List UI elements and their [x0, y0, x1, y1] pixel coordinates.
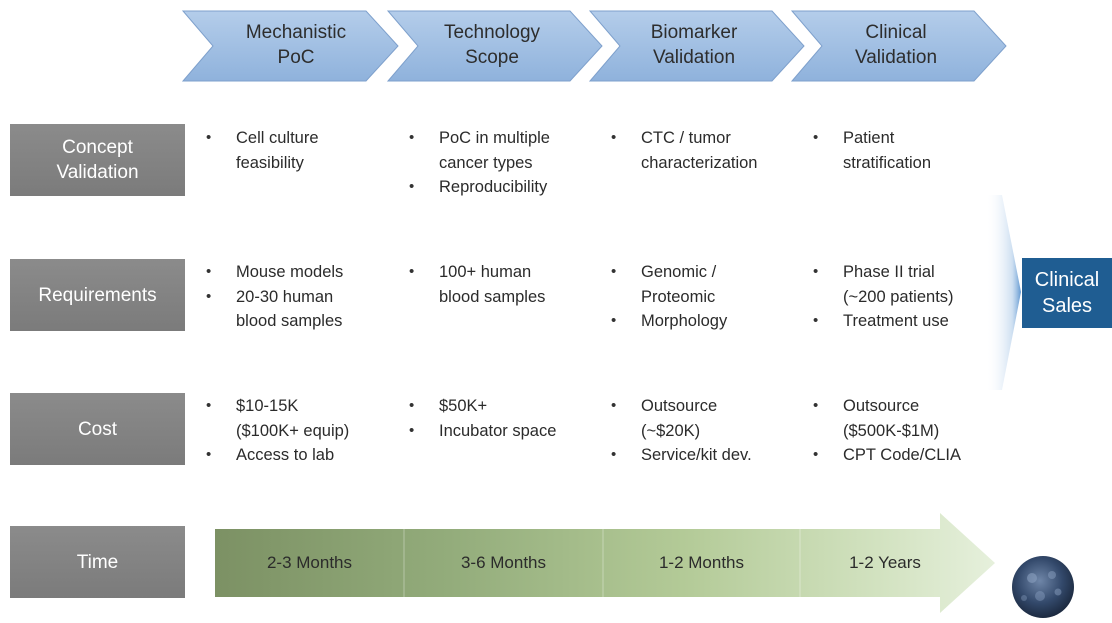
- clinical-sales-box: Clinical Sales: [1022, 258, 1112, 328]
- stage-label-line2: PoC: [277, 47, 315, 68]
- bullet-item: Genomic /Proteomic: [608, 260, 798, 309]
- sales-line1: Clinical: [1034, 269, 1100, 291]
- time-segment-technology: 3-6 Months: [460, 553, 547, 572]
- row-label-line2: Validation: [56, 162, 139, 183]
- time-segment-biomarker: 1-2 Months: [658, 553, 745, 572]
- stage-chevron-1: [181, 10, 399, 82]
- stage-label-line1: Clinical: [865, 22, 927, 43]
- bullet-item: Morphology: [608, 309, 798, 334]
- stage-biomarker-validation: Biomarker Validation: [604, 12, 784, 78]
- cell-requirements-biomarker: Genomic /Proteomic Morphology: [608, 260, 798, 334]
- bullet-item: Treatment use: [810, 309, 1000, 334]
- stage-chevron-2: [386, 10, 603, 82]
- row-label-line1: Concept: [62, 137, 133, 158]
- row-label-text: Requirements: [38, 284, 157, 306]
- row-label-time: Time: [10, 526, 185, 598]
- cell-cost-mechanistic: $10-15K($100K+ equip) Access to lab: [203, 394, 393, 468]
- time-segment-mechanistic: 2-3 Months: [266, 553, 353, 572]
- clinical-sales-arrow: [986, 195, 1021, 390]
- row-label-text: Cost: [77, 418, 118, 440]
- bullet-item: Reproducibility: [406, 175, 596, 200]
- stage-clinical-validation: Clinical Validation: [806, 12, 986, 78]
- stage-label-line2: Scope: [465, 47, 519, 68]
- stage-technology-scope: Technology Scope: [402, 12, 582, 78]
- stage-label-line1: Technology: [443, 22, 541, 43]
- bullet-item: Mouse models: [203, 260, 393, 285]
- cell-image: [1012, 556, 1074, 618]
- stage-label-line1: Biomarker: [650, 22, 738, 43]
- cell-cost-biomarker: Outsource(~$20K) Service/kit dev.: [608, 394, 798, 468]
- stage-chevron-4: [790, 10, 1007, 82]
- row-label-requirements: Requirements: [10, 259, 185, 331]
- row-label-cost: Cost: [10, 393, 185, 465]
- stage-mechanistic-poc: Mechanistic PoC: [206, 12, 386, 78]
- cell-requirements-clinical: Phase II trial(~200 patients) Treatment …: [810, 260, 1000, 334]
- stage-chevron-3: [588, 10, 805, 82]
- sales-line2: Sales: [1041, 295, 1093, 317]
- cell-cost-technology: $50K+ Incubator space: [406, 394, 596, 443]
- bullet-item: $50K+: [406, 394, 596, 419]
- row-label-concept-validation: Concept Validation: [10, 124, 185, 196]
- bullet-item: CPT Code/CLIA: [810, 443, 1000, 468]
- bullet-item: $10-15K($100K+ equip): [203, 394, 393, 443]
- stage-label-line1: Mechanistic: [245, 22, 347, 43]
- time-arrow: [215, 513, 995, 613]
- bullet-item: Service/kit dev.: [608, 443, 798, 468]
- stage-label-line2: Validation: [854, 47, 938, 68]
- time-segment-clinical: 1-2 Years: [849, 553, 921, 572]
- bullet-item: Phase II trial(~200 patients): [810, 260, 1000, 309]
- bullet-item: Outsource($500K-$1M): [810, 394, 1000, 443]
- bullet-item: Incubator space: [406, 419, 596, 444]
- cell-cost-clinical: Outsource($500K-$1M) CPT Code/CLIA: [810, 394, 1000, 468]
- bullet-item: Outsource(~$20K): [608, 394, 798, 443]
- stage-label-line2: Validation: [652, 47, 736, 68]
- bullet-item: Access to lab: [203, 443, 393, 468]
- row-label-text: Time: [76, 551, 119, 573]
